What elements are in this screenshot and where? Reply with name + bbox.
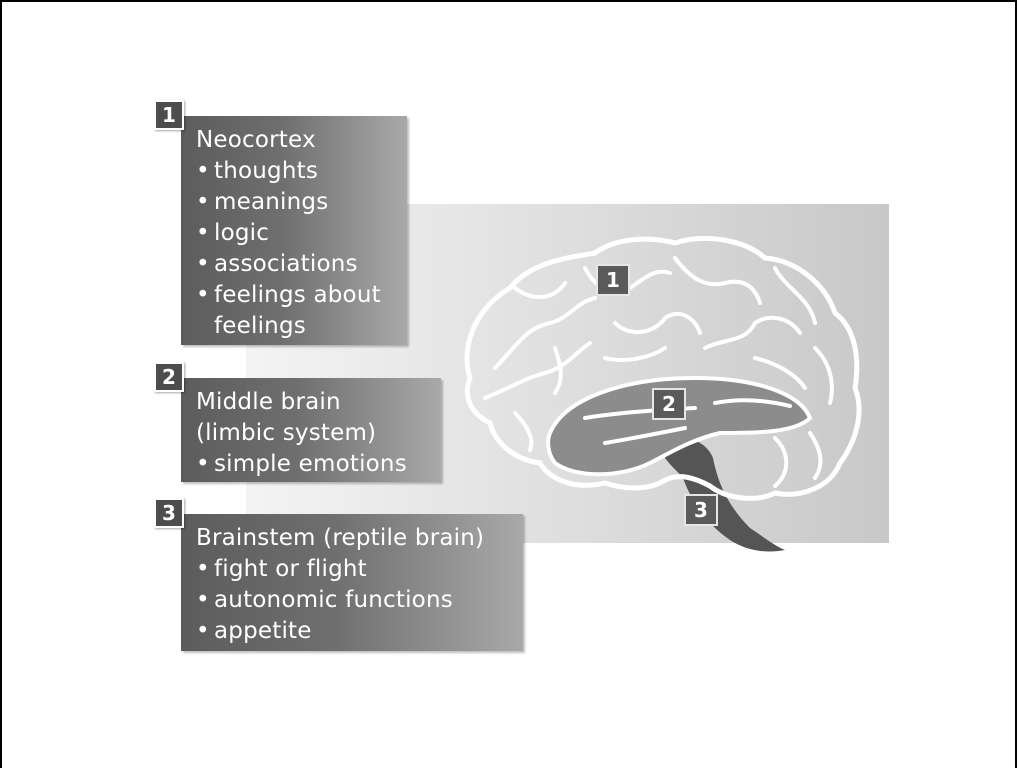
list-item: •simple emotions: [196, 451, 407, 477]
list-item: •logic: [196, 220, 270, 246]
brainstem-card: Brainstem (reptile brain) •fight or flig…: [181, 514, 523, 651]
brain-region-label-3: 3: [684, 494, 718, 526]
neocortex-card: Neocortex •thoughts •meanings •logic •as…: [181, 116, 407, 345]
list-item: •meanings: [196, 189, 329, 215]
section-number-badge-2: 2: [154, 362, 184, 392]
middle-brain-subtitle: (limbic system): [196, 420, 377, 446]
brain-gyri: [483, 256, 834, 488]
middle-brain-title: Middle brain: [196, 389, 341, 415]
brain-region-label-1: 1: [596, 264, 630, 296]
section-number-badge-1: 1: [154, 100, 184, 130]
list-item: •appetite: [196, 618, 312, 644]
list-item: •fight or flight: [196, 556, 367, 582]
list-item: •autonomic functions: [196, 587, 453, 613]
brain-illustration: [464, 235, 862, 552]
list-item: •thoughts: [196, 158, 319, 184]
list-item-continuation: feelings: [214, 313, 306, 339]
neocortex-outline: [464, 235, 862, 501]
list-item: •associations: [196, 251, 358, 277]
brainstem-title: Brainstem (reptile brain): [196, 525, 485, 551]
list-item: •feelings about: [196, 282, 381, 308]
middle-brain-card: Middle brain (limbic system) •simple emo…: [181, 378, 441, 482]
section-number-badge-3: 3: [154, 498, 184, 528]
brain-region-label-2: 2: [652, 388, 686, 420]
neocortex-title: Neocortex: [196, 127, 316, 153]
